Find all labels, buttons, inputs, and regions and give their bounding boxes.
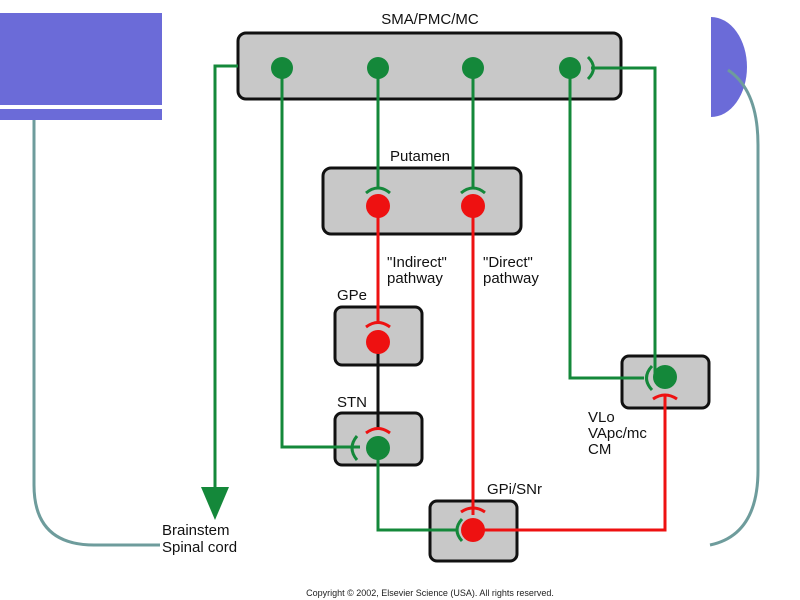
- cortex-neuron-4: [559, 57, 581, 79]
- stn-neuron: [366, 436, 390, 460]
- node-boxes: [236, 31, 711, 563]
- putamen-indirect-synapse: [365, 186, 391, 195]
- gpi-to-thalamus-line: [477, 396, 667, 532]
- cell-bodies: [271, 57, 677, 542]
- deco-left-frame: [32, 120, 160, 547]
- inhibitory-connections: [376, 206, 667, 532]
- stn-label: STN: [337, 394, 367, 411]
- gpi-striatal-synapse: [460, 506, 486, 514]
- thalamus-gpi-synapse: [652, 393, 678, 401]
- thalamus-to-cortex-line: [591, 66, 657, 377]
- brainstem-label-line2: Spinal cord: [162, 539, 237, 556]
- indirect-pathway-label-line1: "Indirect": [387, 254, 447, 271]
- cortex-neuron-2: [367, 57, 389, 79]
- cortex-neuron-3: [462, 57, 484, 79]
- thalamus-neuron: [653, 365, 677, 389]
- brainstem-label-line1: Brainstem: [162, 522, 230, 539]
- thalamus-input-synapse: [645, 364, 654, 392]
- copyright-notice: Copyright © 2002, Elsevier Science (USA)…: [306, 588, 554, 598]
- slide-decoration: [0, 13, 760, 547]
- putamen-direct-neuron: [461, 194, 485, 218]
- direct-pathway-label-line2: pathway: [483, 270, 539, 287]
- putamen-direct-synapse: [460, 186, 486, 195]
- thalamus-label-line2: VApc/mc: [588, 425, 647, 442]
- gpe-neuron: [366, 330, 390, 354]
- gpi-stn-synapse: [455, 517, 464, 543]
- gpi-label: GPi/SNr: [487, 481, 542, 498]
- stn-cortical-synapse: [350, 435, 359, 461]
- deco-blue-stripe: [0, 109, 162, 120]
- gpi-neuron: [461, 518, 485, 542]
- stn-gpe-synapse: [365, 427, 391, 435]
- excitatory-connections: [213, 64, 657, 532]
- gpe-label: GPe: [337, 287, 367, 304]
- synapse-terminals: [350, 55, 678, 543]
- deco-right-frame: [709, 68, 760, 547]
- deco-blue-block: [0, 13, 162, 105]
- stn-to-gpi-line: [376, 448, 458, 532]
- gpe-striatal-synapse: [365, 321, 391, 329]
- cortex-to-stn-line: [280, 68, 360, 449]
- putamen-label: Putamen: [390, 148, 450, 165]
- direct-pathway-label-line1: "Direct": [483, 254, 533, 271]
- cortex-to-brainstem-line: [213, 64, 238, 492]
- cortex-label: SMA/PMC/MC: [381, 11, 479, 28]
- brainstem-arrowhead: [201, 487, 229, 520]
- putamen-indirect-neuron: [366, 194, 390, 218]
- thalamus-label-line1: VLo: [588, 409, 615, 426]
- putamen-box: [321, 166, 523, 236]
- thalamus-label-line3: CM: [588, 441, 611, 458]
- deco-blue-half-circle: [711, 17, 747, 117]
- indirect-pathway-label-line2: pathway: [387, 270, 443, 287]
- diagram-labels: SMA/PMC/MC Putamen "Indirect" pathway "D…: [162, 11, 647, 598]
- cortex-to-thalamus-line: [568, 68, 644, 380]
- cortex-thalamic-synapse: [586, 55, 595, 81]
- cortex-neuron-1: [271, 57, 293, 79]
